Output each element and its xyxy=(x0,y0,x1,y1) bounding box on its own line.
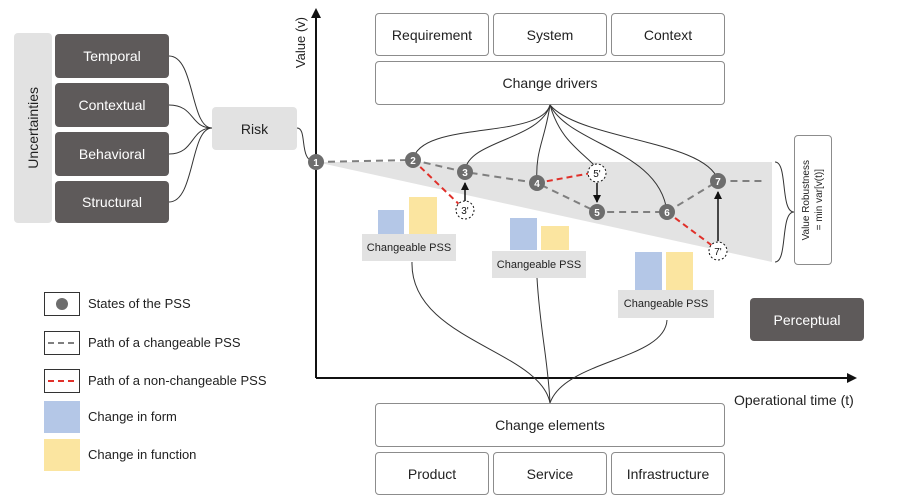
state-4: 4 xyxy=(529,175,545,191)
legend-nonchangeable-frame xyxy=(44,369,80,393)
legend-form-swatch xyxy=(44,401,80,433)
perceptual-box: Perceptual xyxy=(750,298,864,341)
svg-text:7': 7' xyxy=(714,247,722,258)
pss-3-function-bar xyxy=(666,252,693,290)
element-product-label: Product xyxy=(407,465,457,482)
risk-label: Risk xyxy=(240,120,269,137)
svg-text:6: 6 xyxy=(664,208,670,219)
legend-changeable-frame xyxy=(44,331,80,355)
state-1: 1 xyxy=(308,154,324,170)
pss-2-function-bar xyxy=(541,226,569,250)
svg-text:4: 4 xyxy=(534,179,540,190)
uncertainty-structural: Structural xyxy=(55,181,169,223)
element-product: Product xyxy=(375,452,489,495)
element-connectors xyxy=(411,261,668,404)
legend-states-label: States of the PSS xyxy=(88,296,191,311)
uncertainty-behavioral: Behavioral xyxy=(55,132,169,176)
svg-text:5: 5 xyxy=(594,208,600,219)
legend-changeable-label: Path of a changeable PSS xyxy=(88,335,241,350)
perceptual-label: Perceptual xyxy=(773,311,841,328)
pss-1-form-bar xyxy=(378,210,404,234)
pss-2-label-text: Changeable PSS xyxy=(496,258,582,271)
value-robustness-formula: = min var[v(t)] xyxy=(814,169,825,231)
state-3-prime: 3' xyxy=(455,200,475,220)
pss-3-label-text: Changeable PSS xyxy=(623,298,709,310)
driver-system: System xyxy=(493,13,607,56)
uncertainty-temporal: Temporal xyxy=(55,34,169,78)
change-elements-label: Change elements xyxy=(495,417,605,433)
pss-2-label: Changeable PSS xyxy=(492,251,586,278)
uncertainty-temporal-label: Temporal xyxy=(83,48,141,64)
change-drivers-box: Change drivers xyxy=(375,61,725,105)
driver-requirement: Requirement xyxy=(375,13,489,56)
value-robustness-label: Value Robustness xyxy=(801,159,812,241)
legend-nonchangeable-label: Path of a non-changeable PSS xyxy=(88,373,267,388)
uncertainties-panel: Uncertainties xyxy=(14,33,52,223)
state-7-prime: 7' xyxy=(708,241,728,261)
driver-context: Context xyxy=(611,13,725,56)
uncertainty-contextual-label: Contextual xyxy=(78,97,146,113)
svg-text:3': 3' xyxy=(461,206,469,217)
element-service-label: Service xyxy=(526,465,574,482)
legend-state-icon xyxy=(56,298,68,310)
risk-box: Risk xyxy=(212,107,297,150)
change-elements-box: Change elements xyxy=(375,403,725,447)
uncertainty-contextual: Contextual xyxy=(55,83,169,127)
element-infrastructure: Infrastructure xyxy=(611,452,725,495)
state-3: 3 xyxy=(457,164,473,180)
pss-2-form-bar xyxy=(510,218,537,250)
svg-text:1: 1 xyxy=(313,158,319,169)
y-axis-label-text: Value (v) xyxy=(292,17,308,69)
driver-context-label: Context xyxy=(643,26,693,43)
driver-requirement-label: Requirement xyxy=(391,26,473,43)
driver-connectors xyxy=(412,104,719,213)
svg-text:5': 5' xyxy=(593,169,601,180)
svg-text:3: 3 xyxy=(462,168,468,179)
driver-system-label: System xyxy=(526,26,574,43)
nonchangeable-path xyxy=(412,159,719,251)
legend-form-label: Change in form xyxy=(88,409,177,424)
element-infrastructure-label: Infrastructure xyxy=(626,465,710,482)
state-6: 6 xyxy=(659,204,675,220)
changeable-path xyxy=(315,158,765,213)
svg-text:2: 2 xyxy=(410,156,416,167)
change-drivers-label: Change drivers xyxy=(502,75,598,91)
state-5: 5 xyxy=(589,204,605,220)
state-7: 7 xyxy=(710,173,726,189)
y-axis-label: Value (v) xyxy=(290,8,310,78)
state-5-prime: 5' xyxy=(587,163,607,183)
legend-state-frame xyxy=(44,292,80,316)
legend-function-swatch xyxy=(44,439,80,471)
state-2: 2 xyxy=(405,152,421,168)
robustness-bracket xyxy=(774,161,795,263)
uncertainty-behavioral-label: Behavioral xyxy=(78,146,146,162)
svg-text:7: 7 xyxy=(715,177,721,188)
uncertainty-structural-label: Structural xyxy=(82,194,142,210)
value-robustness-box: Value Robustness = min var[v(t)] xyxy=(794,135,832,265)
pss-3-form-bar xyxy=(635,252,662,290)
x-axis-label-text: Operational time (t) xyxy=(734,392,854,408)
legend-function-label: Change in function xyxy=(88,447,197,462)
x-axis-label: Operational time (t) xyxy=(734,392,854,408)
pss-1-function-bar xyxy=(409,197,437,234)
pss-3-label: Changeable PSS xyxy=(618,290,714,318)
element-service: Service xyxy=(493,452,607,495)
pss-1-label-text: Changeable PSS xyxy=(366,241,452,254)
pss-1-label: Changeable PSS xyxy=(362,234,456,261)
